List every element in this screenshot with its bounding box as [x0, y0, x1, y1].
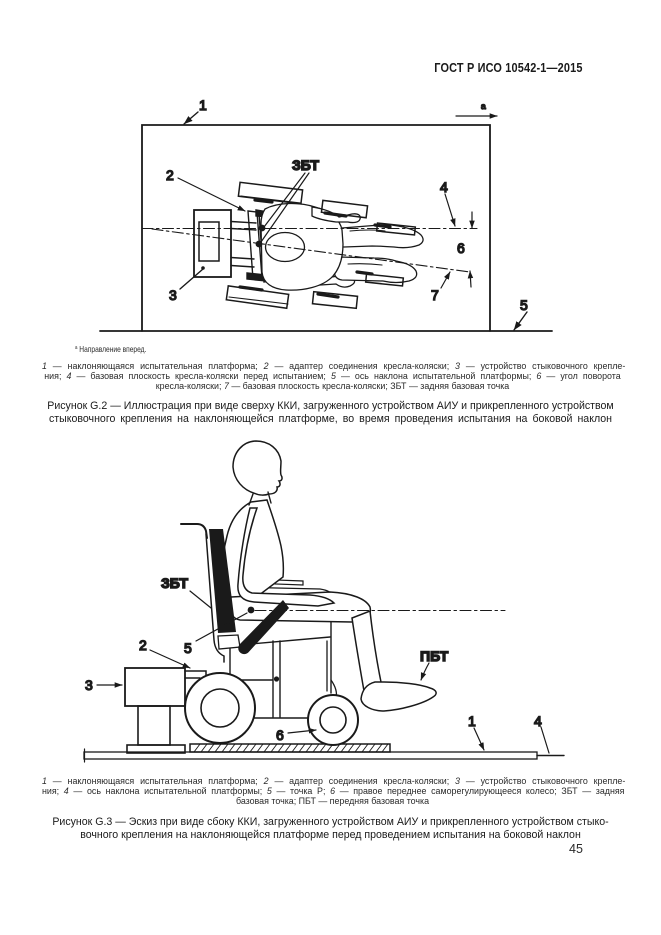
svg-text:ПБТ: ПБТ: [420, 648, 449, 664]
svg-text:5: 5: [184, 640, 192, 656]
svg-text:7: 7: [431, 287, 439, 303]
svg-text:4: 4: [534, 713, 542, 729]
svg-text:1: 1: [468, 713, 476, 729]
svg-text:6: 6: [276, 727, 284, 743]
svg-text:6: 6: [457, 240, 465, 256]
svg-text:5: 5: [520, 297, 528, 313]
svg-text:4: 4: [440, 179, 448, 195]
svg-text:2: 2: [139, 637, 147, 653]
svg-text:ЗБТ: ЗБТ: [292, 157, 319, 173]
svg-text:2: 2: [166, 167, 174, 183]
svg-text:3: 3: [85, 677, 93, 693]
svg-text:3: 3: [169, 287, 177, 303]
svg-text:ЗБТ: ЗБТ: [161, 575, 188, 591]
svg-text:а: а: [481, 101, 486, 111]
svg-text:1: 1: [199, 97, 207, 113]
